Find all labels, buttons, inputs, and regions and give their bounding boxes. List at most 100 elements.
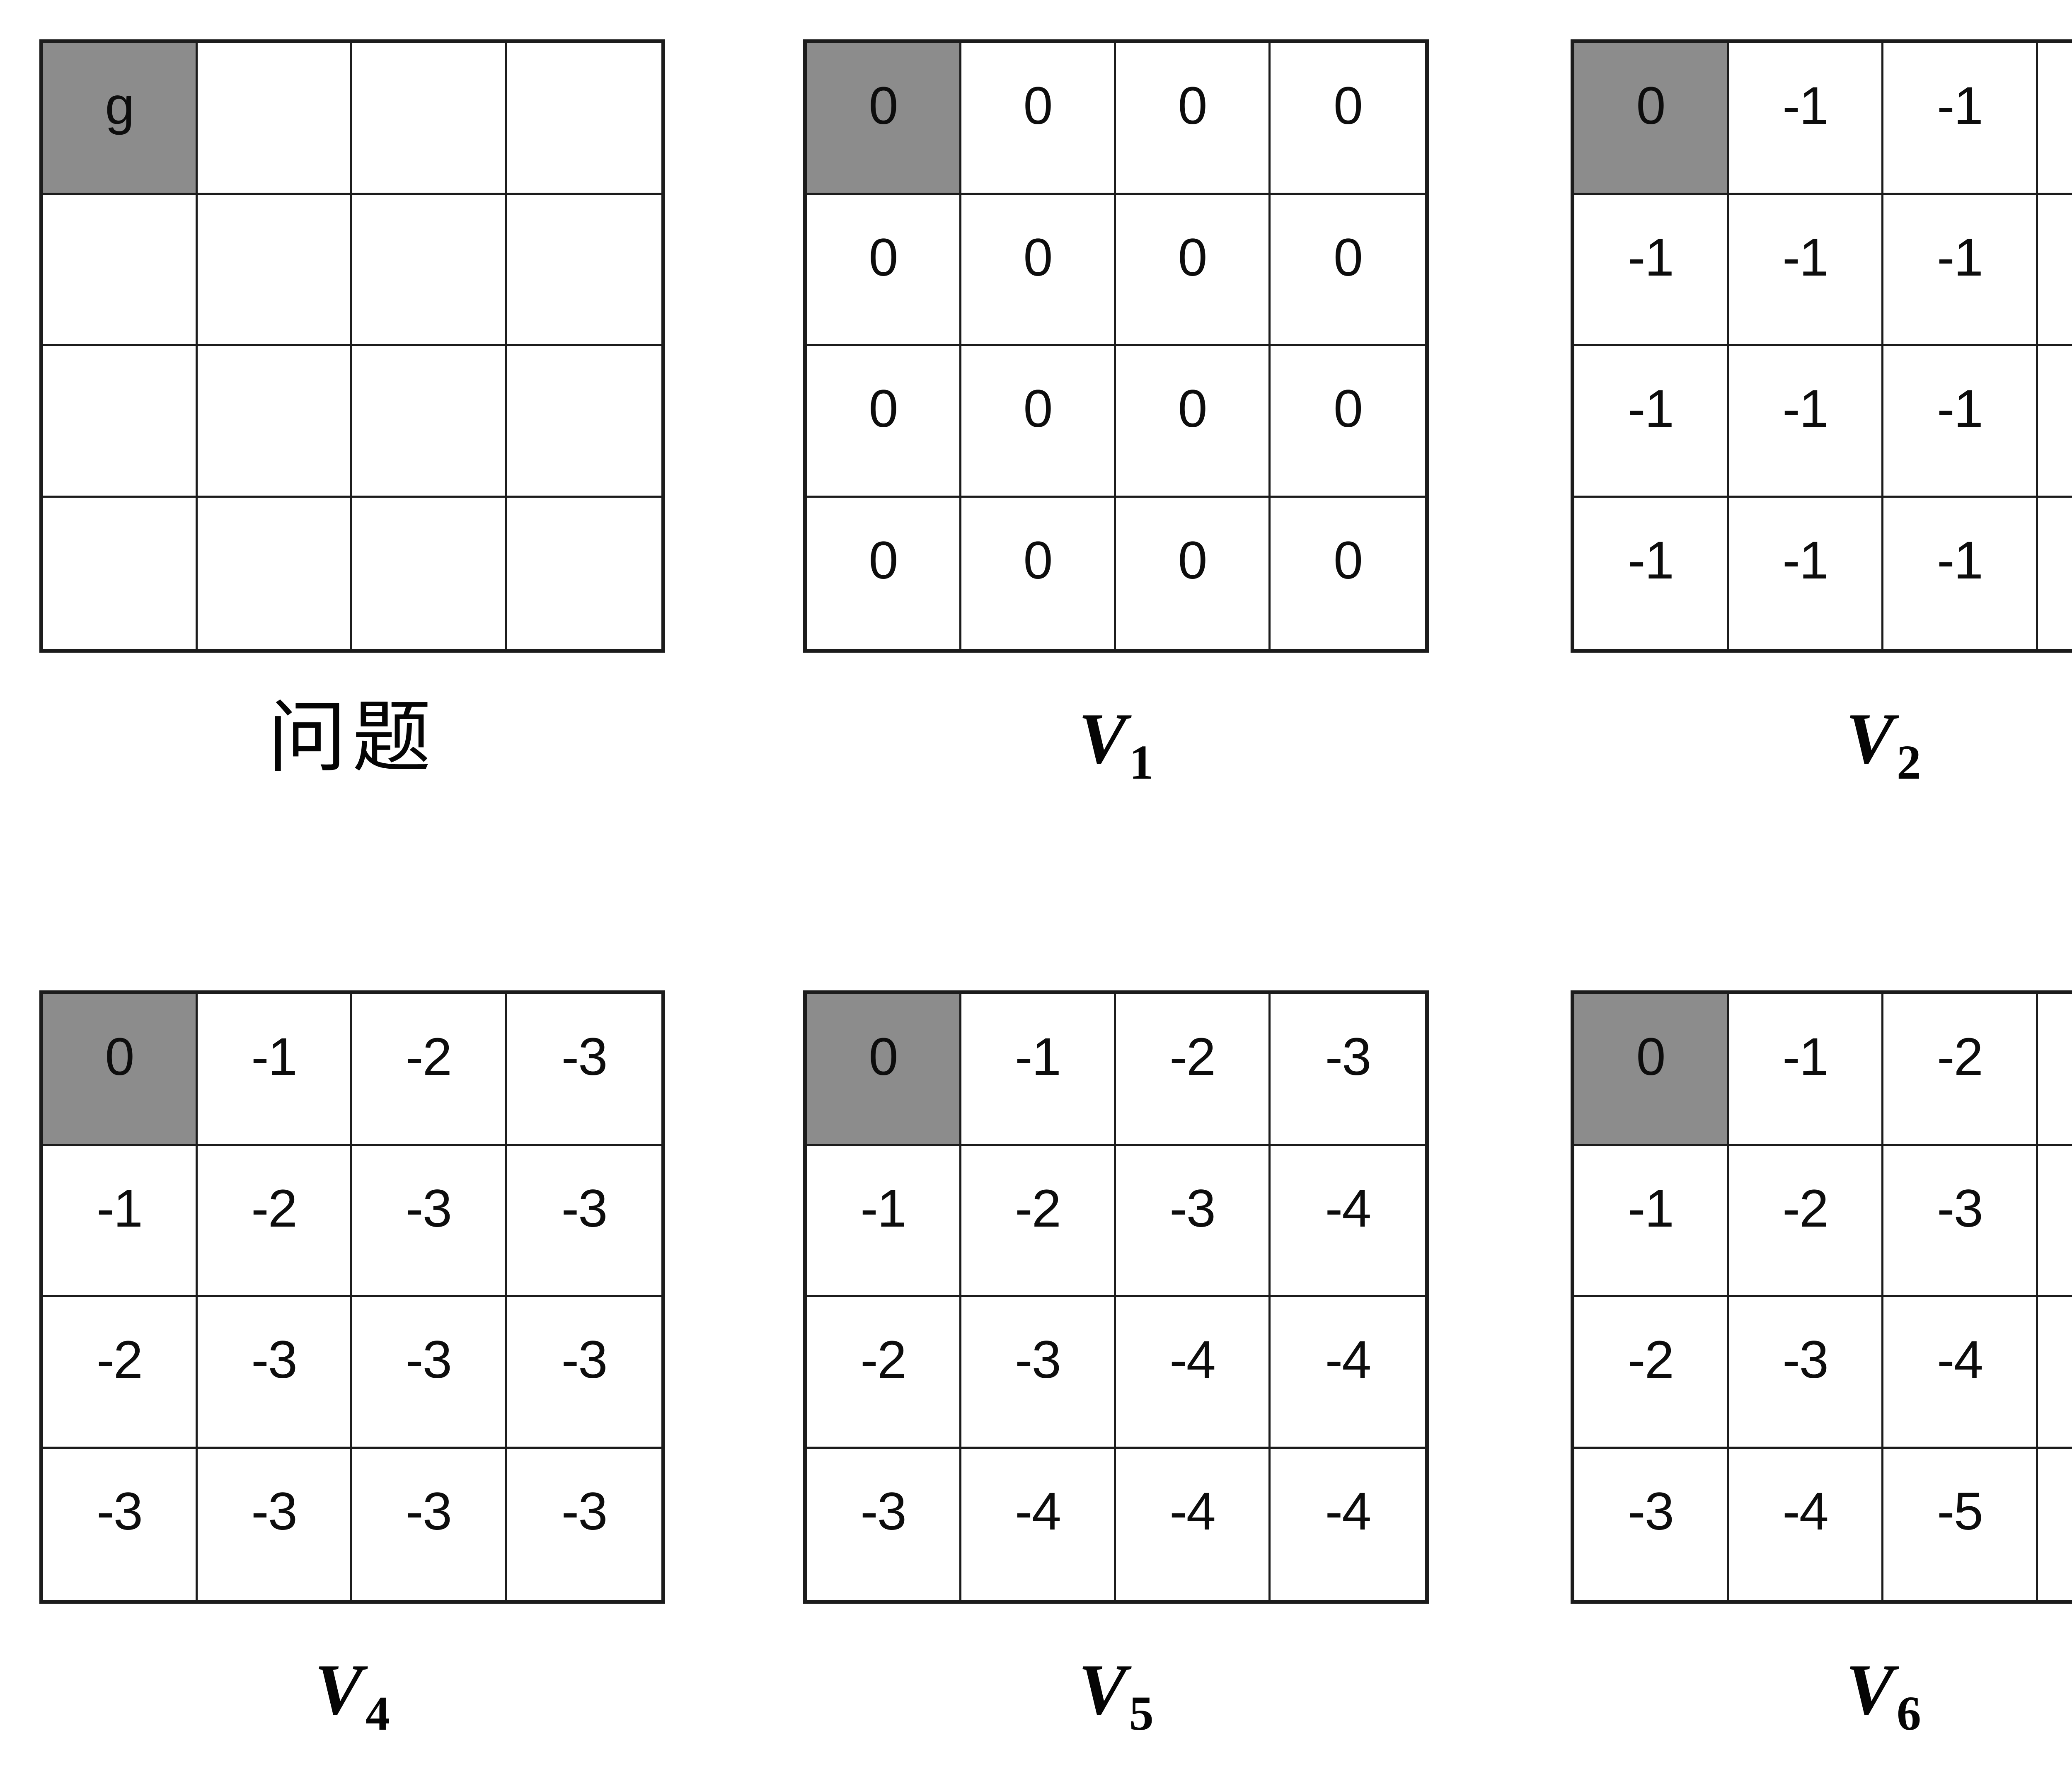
- grid-cell[interactable]: 0: [1271, 497, 1425, 649]
- grid-cell[interactable]: -1: [961, 994, 1116, 1146]
- grid-cell[interactable]: -4: [1271, 1297, 1425, 1449]
- grid-cell[interactable]: [507, 194, 661, 346]
- grid-cell[interactable]: -5: [2038, 1448, 2072, 1600]
- grid-cell[interactable]: -3: [198, 1448, 352, 1600]
- grid-cell[interactable]: [352, 194, 507, 346]
- grid-cell[interactable]: -1: [1729, 497, 1883, 649]
- grid-cell[interactable]: -4: [1729, 1448, 1883, 1600]
- grid-cell[interactable]: 0: [961, 194, 1116, 346]
- grid-cell[interactable]: -3: [43, 1448, 198, 1600]
- grid-cell[interactable]: g: [43, 43, 198, 195]
- cell-value: -1: [1782, 227, 1829, 287]
- grid-cell[interactable]: -3: [1729, 1297, 1883, 1449]
- grid-cell[interactable]: 0: [43, 994, 198, 1146]
- grid-cell[interactable]: [507, 43, 661, 195]
- grid-cell[interactable]: -2: [1574, 1297, 1729, 1449]
- grid-cell[interactable]: [352, 43, 507, 195]
- grid-cell[interactable]: -3: [352, 1145, 507, 1297]
- grid-cell[interactable]: -1: [1729, 994, 1883, 1146]
- grid-cell[interactable]: -5: [2038, 1297, 2072, 1449]
- grid-cell[interactable]: -3: [507, 1145, 661, 1297]
- grid-cell[interactable]: 0: [1116, 497, 1271, 649]
- grid-cell[interactable]: -3: [507, 1297, 661, 1449]
- grid-cell[interactable]: -2: [198, 1145, 352, 1297]
- grid-cell[interactable]: -2: [352, 994, 507, 1146]
- grid-cell[interactable]: -1: [1729, 194, 1883, 346]
- grid-cell[interactable]: 0: [1574, 994, 1729, 1146]
- grid-cell[interactable]: -1: [2038, 43, 2072, 195]
- grid-cell[interactable]: -2: [1116, 994, 1271, 1146]
- grid-cell[interactable]: [507, 497, 661, 649]
- grid-cell[interactable]: 0: [961, 497, 1116, 649]
- grid-cell[interactable]: 0: [807, 497, 961, 649]
- grid-cell[interactable]: -1: [2038, 346, 2072, 498]
- grid-cell[interactable]: 0: [807, 346, 961, 498]
- grid-cell[interactable]: -1: [1883, 194, 2038, 346]
- grid-cell[interactable]: -3: [1574, 1448, 1729, 1600]
- grid-cell[interactable]: -2: [807, 1297, 961, 1449]
- grid-cell[interactable]: -1: [2038, 497, 2072, 649]
- grid-cell[interactable]: -1: [1729, 346, 1883, 498]
- grid-cell[interactable]: 0: [807, 43, 961, 195]
- grid-cell[interactable]: -1: [2038, 194, 2072, 346]
- grid-cell[interactable]: -3: [2038, 994, 2072, 1146]
- grid-cell[interactable]: 0: [961, 43, 1116, 195]
- grid-cell[interactable]: -3: [807, 1448, 961, 1600]
- grid-cell[interactable]: [43, 194, 198, 346]
- grid-cell[interactable]: 0: [1116, 43, 1271, 195]
- grid-cell[interactable]: [43, 497, 198, 649]
- grid-cell[interactable]: [198, 194, 352, 346]
- grid-cell[interactable]: -4: [2038, 1145, 2072, 1297]
- grid-cell[interactable]: -1: [1574, 194, 1729, 346]
- grid-cell[interactable]: -3: [198, 1297, 352, 1449]
- grid-cell[interactable]: -3: [1883, 1145, 2038, 1297]
- grid-cell[interactable]: -2: [43, 1297, 198, 1449]
- grid-cell[interactable]: -1: [198, 994, 352, 1146]
- grid-cell[interactable]: 0: [807, 994, 961, 1146]
- grid-cell[interactable]: 0: [807, 194, 961, 346]
- grid-cell[interactable]: -1: [1574, 1145, 1729, 1297]
- grid-cell[interactable]: [352, 497, 507, 649]
- grid-cell[interactable]: -1: [1883, 346, 2038, 498]
- grid-cell[interactable]: -1: [807, 1145, 961, 1297]
- grid-cell[interactable]: -4: [1116, 1448, 1271, 1600]
- grid-cell[interactable]: 0: [961, 346, 1116, 498]
- panel-v2: 0-1-1-1-1-1-1-1-1-1-1-1-1-1-1-1V2: [1571, 39, 2072, 787]
- grid-cell[interactable]: [198, 43, 352, 195]
- grid-cell[interactable]: -1: [1574, 497, 1729, 649]
- grid-cell[interactable]: -1: [1883, 497, 2038, 649]
- grid-cell[interactable]: [352, 346, 507, 498]
- grid-cell[interactable]: -3: [1271, 994, 1425, 1146]
- grid-cell[interactable]: -3: [1116, 1145, 1271, 1297]
- grid-cell[interactable]: -4: [1271, 1145, 1425, 1297]
- grid-cell[interactable]: -1: [43, 1145, 198, 1297]
- grid-cell[interactable]: -1: [1574, 346, 1729, 498]
- grid-cell[interactable]: -2: [1883, 994, 2038, 1146]
- grid-cell[interactable]: [198, 346, 352, 498]
- grid-cell[interactable]: -4: [1271, 1448, 1425, 1600]
- grid-cell[interactable]: [507, 346, 661, 498]
- grid-cell[interactable]: 0: [1271, 346, 1425, 498]
- grid-cell[interactable]: -2: [961, 1145, 1116, 1297]
- cell-value: 0: [1333, 227, 1363, 287]
- grid-cell[interactable]: 0: [1271, 43, 1425, 195]
- grid-cell[interactable]: -3: [352, 1448, 507, 1600]
- grid-cell[interactable]: -1: [1729, 43, 1883, 195]
- grid-cell[interactable]: -3: [507, 994, 661, 1146]
- grid-cell[interactable]: -4: [1116, 1297, 1271, 1449]
- grid-cell[interactable]: -5: [1883, 1448, 2038, 1600]
- grid-cell[interactable]: -1: [1883, 43, 2038, 195]
- grid-cell[interactable]: 0: [1271, 194, 1425, 346]
- cell-value: -4: [1169, 1481, 1216, 1541]
- grid-cell[interactable]: -3: [352, 1297, 507, 1449]
- grid-cell[interactable]: 0: [1574, 43, 1729, 195]
- grid-cell[interactable]: -3: [961, 1297, 1116, 1449]
- grid-cell[interactable]: [43, 346, 198, 498]
- grid-cell[interactable]: -3: [507, 1448, 661, 1600]
- grid-cell[interactable]: [198, 497, 352, 649]
- grid-cell[interactable]: -4: [1883, 1297, 2038, 1449]
- grid-cell[interactable]: 0: [1116, 346, 1271, 498]
- grid-cell[interactable]: -2: [1729, 1145, 1883, 1297]
- grid-cell[interactable]: 0: [1116, 194, 1271, 346]
- grid-cell[interactable]: -4: [961, 1448, 1116, 1600]
